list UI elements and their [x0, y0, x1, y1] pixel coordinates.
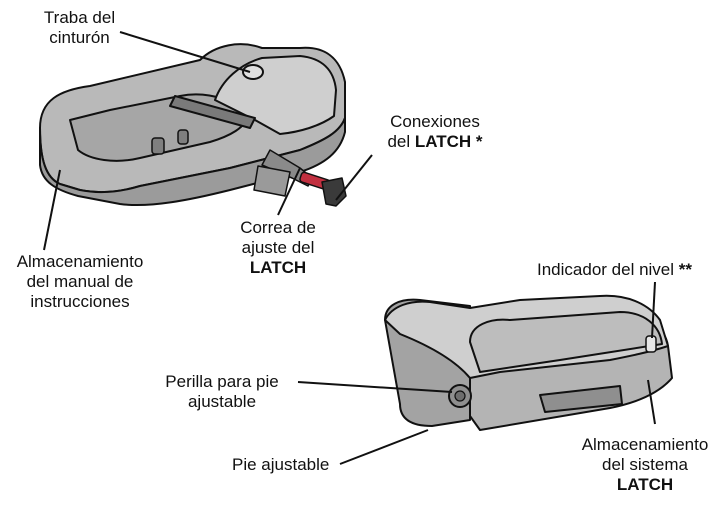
label-latch-strap-line2: ajuste del: [241, 238, 315, 257]
label-level-indicator-text: Indicador del nivel: [537, 260, 675, 279]
callout-lines: [43, 31, 656, 465]
label-latch-connectors-line1: Conexiones: [390, 112, 480, 131]
callout-latch-storage: [647, 379, 656, 425]
latch-strap-tail: [253, 165, 291, 197]
callout-latch-connectors: [335, 154, 373, 201]
label-foot-knob-line1: Perilla para pie: [165, 372, 279, 391]
label-latch-connectors: Conexiones del LATCH *: [360, 112, 510, 152]
label-latch-storage-line1: Almacenamiento: [581, 435, 709, 454]
bottom-car-seat-base: [384, 294, 673, 431]
callout-adjustable-foot: [339, 429, 429, 465]
top-car-seat-base: [39, 43, 347, 207]
callout-manual-storage: [43, 169, 61, 251]
label-level-indicator-suffix: **: [678, 260, 692, 279]
callout-level-indicator: [651, 281, 656, 339]
foot-knob-center: [454, 390, 466, 402]
label-latch-storage-line3: LATCH: [616, 475, 674, 494]
label-manual-storage-line3: instrucciones: [30, 292, 130, 311]
level-indicator-part: [645, 335, 657, 353]
label-manual-storage: Almacenamiento del manual de instruccion…: [0, 252, 160, 312]
label-latch-strap-line3: LATCH: [249, 258, 307, 277]
label-belt-lock-line1: Traba del: [43, 8, 116, 27]
top-base-belt-strap: [169, 95, 256, 129]
latch-storage-pocket: [539, 385, 623, 413]
label-latch-connectors-bold: LATCH: [414, 132, 472, 151]
label-belt-lock: Traba del cinturón: [22, 8, 137, 48]
label-latch-strap-line1: Correa de: [240, 218, 316, 237]
callout-foot-knob: [297, 381, 453, 393]
label-level-indicator: Indicador del nivel **: [512, 260, 717, 280]
label-belt-lock-line2: cinturón: [49, 28, 110, 47]
label-adjustable-foot: Pie ajustable: [232, 455, 342, 475]
bottom-base-shell: [469, 311, 663, 373]
latch-connector: [321, 177, 347, 207]
label-latch-connectors-line2: del LATCH *: [360, 132, 510, 152]
label-latch-connectors-prefix: del: [387, 132, 415, 151]
label-manual-storage-line1: Almacenamiento: [16, 252, 144, 271]
label-latch-connectors-suffix: *: [471, 132, 483, 151]
label-latch-strap: Correa de ajuste del LATCH: [218, 218, 338, 278]
label-adjustable-foot-text: Pie ajustable: [232, 455, 330, 474]
top-base-slot: [151, 137, 165, 155]
callout-belt-lock: [119, 31, 251, 73]
callout-latch-strap: [277, 167, 301, 216]
top-base-slot: [177, 129, 189, 145]
belt-lock-part: [242, 64, 264, 80]
label-foot-knob: Perilla para pie ajustable: [152, 372, 292, 412]
label-latch-storage-line2: del sistema: [602, 455, 688, 474]
label-latch-storage: Almacenamiento del sistema LATCH: [570, 435, 720, 495]
label-foot-knob-line2: ajustable: [187, 392, 257, 411]
label-manual-storage-line2: del manual de: [26, 272, 134, 291]
